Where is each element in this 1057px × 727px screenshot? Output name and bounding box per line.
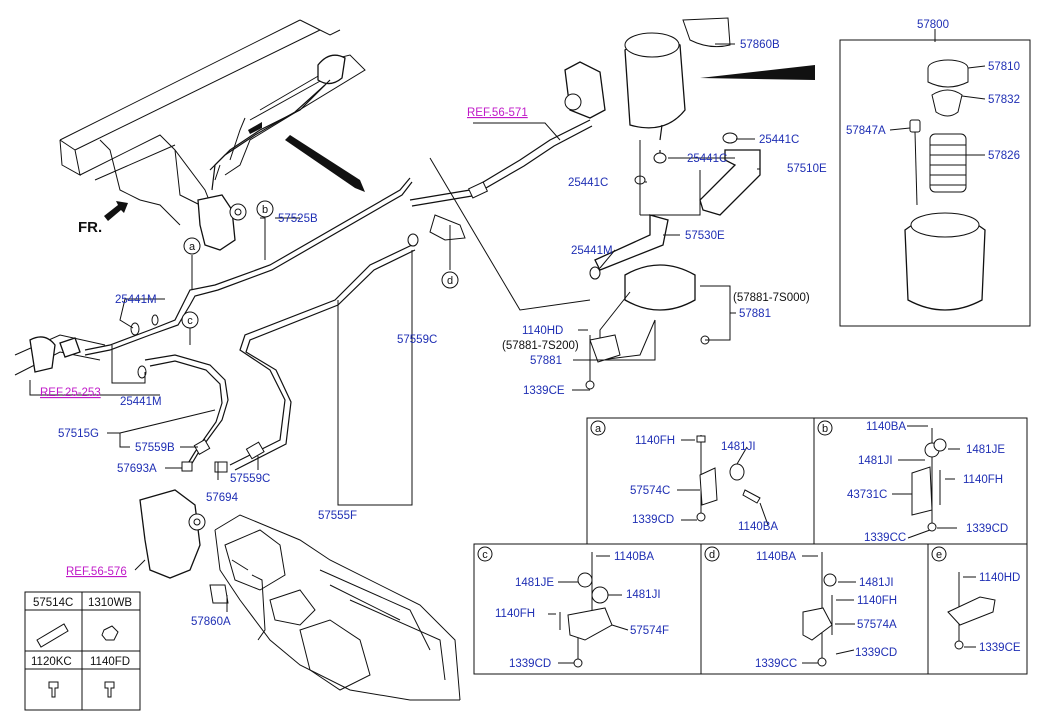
detail-panel-e: e 1140HD 1339CE bbox=[931, 546, 1021, 654]
legend-1310WB: 1310WB bbox=[88, 597, 132, 609]
detail-a-1140BA: 1140BA bbox=[738, 521, 778, 533]
label-25441C-mid: 25441C bbox=[687, 153, 727, 165]
label-57881-7S200: (57881-7S200) bbox=[502, 340, 579, 352]
detail-b-1140FH: 1140FH bbox=[963, 474, 1003, 486]
label-57559C-lower: 57559C bbox=[230, 473, 270, 485]
frame-rail-illustration bbox=[59, 19, 366, 251]
detail-e-letter: e bbox=[936, 549, 942, 561]
bolt-icon-1140FD bbox=[104, 681, 115, 698]
detail-panel-c: c 1140BA 1481JE 1481JI 1140FH 57574F 133… bbox=[477, 546, 669, 670]
detail-e-1140HD: 1140HD bbox=[979, 572, 1020, 584]
detail-d-1339CC: 1339CC bbox=[755, 658, 797, 670]
label-57881-upper: 57881 bbox=[739, 308, 771, 320]
nut-icon bbox=[101, 625, 119, 641]
detail-a-1339CD: 1339CD bbox=[632, 514, 674, 526]
bolt-icon-1120KC bbox=[48, 681, 59, 698]
detail-d-57574A: 57574A bbox=[857, 619, 897, 631]
detail-d-1339CD: 1339CD bbox=[855, 647, 897, 659]
legend-1120KC: 1120KC bbox=[31, 656, 72, 668]
reservoir-bracket bbox=[585, 264, 710, 390]
label-57810: 57810 bbox=[988, 61, 1020, 73]
detail-c-1140BA: 1140BA bbox=[614, 551, 654, 563]
label-1339CE: 1339CE bbox=[523, 385, 565, 397]
detail-panel-b: b 1140BA 1481JE 1481JI 1140FH 43731C 133… bbox=[817, 420, 1008, 544]
label-57559C-upper: 57559C bbox=[397, 334, 437, 346]
front-arrow-icon bbox=[104, 201, 128, 221]
reservoir-detail-box bbox=[839, 39, 1031, 327]
label-57525B: 57525B bbox=[278, 213, 318, 225]
callout-d-circle bbox=[441, 271, 459, 289]
label-57860A: 57860A bbox=[191, 616, 231, 628]
callout-a: a bbox=[189, 241, 196, 253]
detail-b-1339CD: 1339CD bbox=[966, 523, 1008, 535]
legend-1140FD: 1140FD bbox=[90, 656, 130, 668]
legend-57514C: 57514C bbox=[33, 597, 73, 609]
part-labels: 57860B 57800 57810 57832 57847A 57826 RE… bbox=[40, 19, 1020, 628]
callout-d: d bbox=[447, 275, 453, 287]
detail-d-1140FH: 1140FH bbox=[857, 595, 897, 607]
detail-c-57574F: 57574F bbox=[630, 625, 669, 637]
label-57800: 57800 bbox=[917, 19, 949, 31]
label-57826: 57826 bbox=[988, 150, 1020, 162]
label-57515G: 57515G bbox=[58, 428, 99, 440]
plug-icon bbox=[36, 623, 69, 648]
callout-a-circle bbox=[183, 237, 201, 255]
label-25441C-top: 25441C bbox=[759, 134, 799, 146]
label-25441M-right: 25441M bbox=[571, 245, 613, 257]
ref-25-253-link[interactable]: REF.25-253 bbox=[40, 387, 101, 399]
label-57860B: 57860B bbox=[740, 39, 780, 51]
detail-d-1140BA: 1140BA bbox=[756, 551, 796, 563]
label-25441M-upper: 25441M bbox=[115, 294, 157, 306]
front-direction-indicator: FR. bbox=[78, 201, 128, 236]
detail-e-1339CE: 1339CE bbox=[979, 642, 1021, 654]
callout-c: c bbox=[187, 315, 193, 327]
label-57847A: 57847A bbox=[846, 125, 886, 137]
detail-d-1481JI: 1481JI bbox=[859, 577, 894, 589]
detail-c-1339CD: 1339CD bbox=[509, 658, 551, 670]
detail-c-1140FH: 1140FH bbox=[495, 608, 535, 620]
detail-d-letter: d bbox=[709, 549, 715, 561]
fastener-legend: 57514C 1310WB 1120KC 1140FD bbox=[24, 591, 141, 711]
detail-a-1481JI: 1481JI bbox=[721, 441, 756, 453]
label-57881-lower: 57881 bbox=[530, 355, 562, 367]
detail-a-57574C: 57574C bbox=[630, 485, 670, 497]
label-57555F: 57555F bbox=[318, 510, 357, 522]
detail-b-43731C: 43731C bbox=[847, 489, 887, 501]
label-25441M-lower: 25441M bbox=[120, 396, 162, 408]
label-57693A: 57693A bbox=[117, 463, 157, 475]
front-label: FR. bbox=[78, 219, 102, 236]
detail-b-1140BA: 1140BA bbox=[866, 421, 906, 433]
detail-b-letter: b bbox=[822, 423, 828, 435]
callout-circles: a b c d bbox=[181, 200, 459, 329]
detail-b-1339CC: 1339CC bbox=[864, 532, 906, 544]
label-57559B: 57559B bbox=[135, 442, 175, 454]
ref-56-571-link[interactable]: REF.56-571 bbox=[467, 107, 528, 119]
detail-b-1481JE: 1481JE bbox=[966, 444, 1005, 456]
detail-panels-grid bbox=[473, 417, 1028, 675]
callout-c-circle bbox=[181, 311, 199, 329]
label-25441C-left: 25441C bbox=[568, 177, 608, 189]
reservoir-assembly bbox=[409, 17, 815, 280]
hose-routing-left bbox=[14, 177, 419, 579]
label-57832: 57832 bbox=[988, 94, 1020, 106]
ref-56-576-link[interactable]: REF.56-576 bbox=[66, 566, 127, 578]
detail-c-letter: c bbox=[482, 549, 488, 561]
detail-a-1140FH: 1140FH bbox=[635, 435, 675, 447]
detail-a-letter: a bbox=[595, 423, 602, 435]
label-57881-7S000: (57881-7S000) bbox=[733, 292, 810, 304]
label-57694: 57694 bbox=[206, 492, 239, 504]
label-1140HD: 1140HD bbox=[522, 325, 563, 337]
detail-c-1481JI: 1481JI bbox=[626, 589, 661, 601]
label-57530E: 57530E bbox=[685, 230, 725, 242]
callout-b-circle bbox=[256, 200, 274, 218]
detail-c-1481JE: 1481JE bbox=[515, 577, 554, 589]
detail-panel-a: a 1140FH 1481JI 57574C 1339CD 1140BA bbox=[590, 420, 778, 533]
leader-lines bbox=[29, 29, 986, 612]
label-57510E: 57510E bbox=[787, 163, 827, 175]
callout-b: b bbox=[262, 204, 268, 216]
detail-panel-d: d 1140BA 1481JI 1140FH 57574A 1339CC 133… bbox=[704, 546, 897, 670]
detail-b-1481JI: 1481JI bbox=[858, 455, 893, 467]
instrument-panel-illustration bbox=[209, 514, 461, 701]
